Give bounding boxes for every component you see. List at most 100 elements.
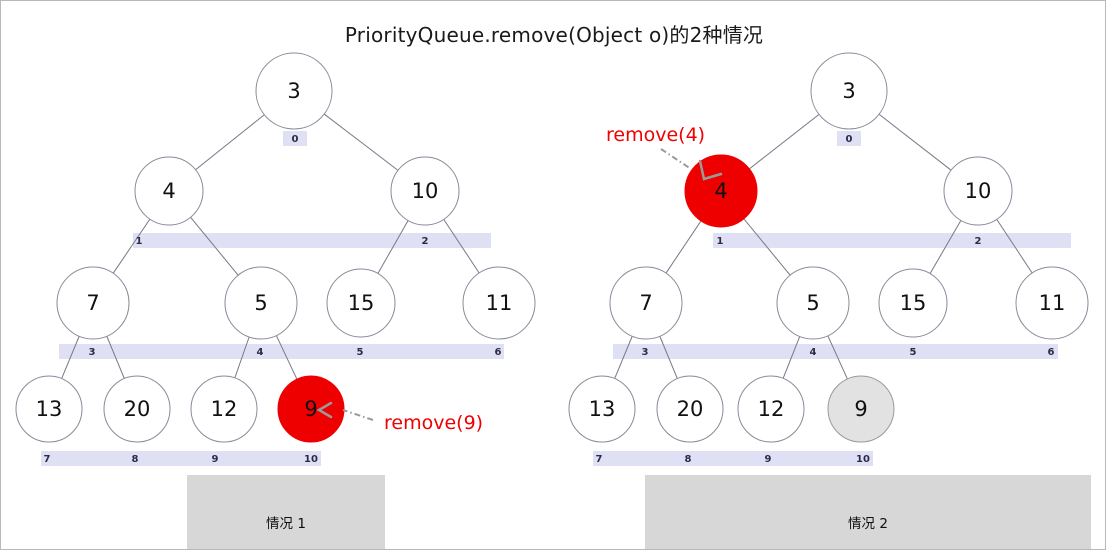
node-10-circle[interactable]	[390, 156, 460, 226]
node-9-circle[interactable]	[277, 375, 345, 443]
index-label-5: 5	[357, 347, 364, 358]
node-7-circle[interactable]	[609, 266, 683, 340]
caption-case-2-heading: 情况 2	[848, 516, 888, 532]
index-label-0: 0	[846, 134, 853, 145]
tree-edge	[749, 114, 820, 170]
index-label-3: 3	[642, 347, 649, 358]
index-label-6: 6	[1048, 347, 1055, 358]
index-bar-level-3	[593, 451, 873, 466]
tree-edge	[112, 218, 151, 274]
node-5-circle[interactable]	[224, 266, 298, 340]
index-label-8: 8	[132, 454, 139, 465]
node-9-circle[interactable]	[827, 375, 895, 443]
page-title: PriorityQueue.remove(Object o)的2种情况	[344, 23, 764, 47]
caption-case-1: 情况 1 删除的是最后一个元素 直接删除即可，不需要调整	[187, 475, 385, 549]
caption-case-1-heading: 情况 1	[266, 516, 306, 532]
node-10-label: 10	[412, 179, 439, 203]
remove-9-annotation-leader-line	[342, 409, 374, 421]
tree-edge	[234, 336, 250, 379]
remove-4-annotation-leader-line	[660, 148, 692, 170]
tree-edge	[743, 218, 791, 276]
node-13-circle[interactable]	[568, 375, 636, 443]
node-3-circle[interactable]	[810, 52, 888, 130]
node-11-circle[interactable]	[1015, 266, 1089, 340]
tree-edge	[614, 336, 633, 379]
tree-edge	[996, 219, 1033, 274]
tree-edge	[195, 114, 265, 171]
index-bar-level-3	[41, 451, 321, 466]
node-15-label: 15	[348, 291, 375, 315]
remove-4-annotation-arrow-icon	[698, 159, 723, 181]
index-label-7: 7	[44, 454, 51, 465]
tree-edge	[106, 336, 125, 379]
node-11-circle[interactable]	[462, 266, 536, 340]
index-bar-level-1	[133, 233, 491, 248]
node-13-label: 13	[589, 397, 616, 421]
tree-edge	[782, 336, 801, 379]
node-10-circle[interactable]	[943, 156, 1013, 226]
index-label-9: 9	[765, 454, 772, 465]
tree-edge	[323, 113, 399, 171]
index-bar-level-0	[837, 131, 861, 146]
index-label-6: 6	[495, 347, 502, 358]
tree-edge	[377, 220, 409, 274]
tree-edge	[878, 113, 952, 171]
node-7-label: 7	[639, 291, 652, 315]
node-7-circle[interactable]	[56, 266, 130, 340]
node-11-label: 11	[486, 291, 513, 315]
index-label-2: 2	[975, 236, 982, 247]
index-label-1: 1	[136, 236, 143, 247]
node-15-circle[interactable]	[326, 268, 396, 338]
node-4-label: 4	[162, 179, 175, 203]
node-20-label: 20	[677, 397, 704, 421]
index-bar-level-1	[713, 233, 1071, 248]
node-5-label: 5	[254, 291, 267, 315]
node-11-label: 11	[1039, 291, 1066, 315]
node-4-label: 4	[714, 179, 727, 203]
node-4-circle[interactable]	[134, 156, 204, 226]
tree-edge	[659, 336, 678, 379]
remove-4-annotation-label: remove(4)	[606, 124, 705, 146]
index-label-3: 3	[89, 347, 96, 358]
node-5-circle[interactable]	[776, 266, 850, 340]
node-9-label: 9	[854, 397, 867, 421]
remove-9-annotation-label: remove(9)	[384, 412, 483, 434]
node-3-label: 3	[842, 79, 855, 103]
node-20-label: 20	[124, 397, 151, 421]
node-12-label: 12	[211, 397, 238, 421]
tree-edge	[61, 336, 80, 379]
tree-edge	[827, 335, 848, 380]
tree-edge	[443, 219, 480, 274]
remove-9-annotation-arrow-icon	[316, 401, 333, 419]
tree-edge	[190, 216, 239, 276]
node-20-circle[interactable]	[103, 375, 171, 443]
node-13-circle[interactable]	[15, 375, 83, 443]
index-label-10: 10	[856, 454, 870, 465]
index-label-9: 9	[212, 454, 219, 465]
node-3-circle[interactable]	[255, 52, 333, 130]
index-label-7: 7	[596, 454, 603, 465]
node-12-circle[interactable]	[190, 375, 258, 443]
node-7-label: 7	[86, 291, 99, 315]
node-13-label: 13	[36, 397, 63, 421]
index-label-5: 5	[910, 347, 917, 358]
node-5-label: 5	[806, 291, 819, 315]
node-15-circle[interactable]	[878, 268, 948, 338]
index-label-10: 10	[304, 454, 318, 465]
index-label-1: 1	[717, 236, 724, 247]
node-12-circle[interactable]	[737, 375, 805, 443]
node-20-circle[interactable]	[656, 375, 724, 443]
index-label-4: 4	[257, 347, 264, 358]
node-15-label: 15	[900, 291, 927, 315]
tree-edge	[275, 335, 298, 380]
tree-edge	[665, 220, 702, 274]
index-label-4: 4	[810, 347, 817, 358]
index-label-0: 0	[292, 134, 299, 145]
node-10-label: 10	[965, 179, 992, 203]
node-9-label: 9	[304, 397, 317, 421]
index-label-2: 2	[422, 236, 429, 247]
index-bar-level-2	[59, 344, 504, 359]
